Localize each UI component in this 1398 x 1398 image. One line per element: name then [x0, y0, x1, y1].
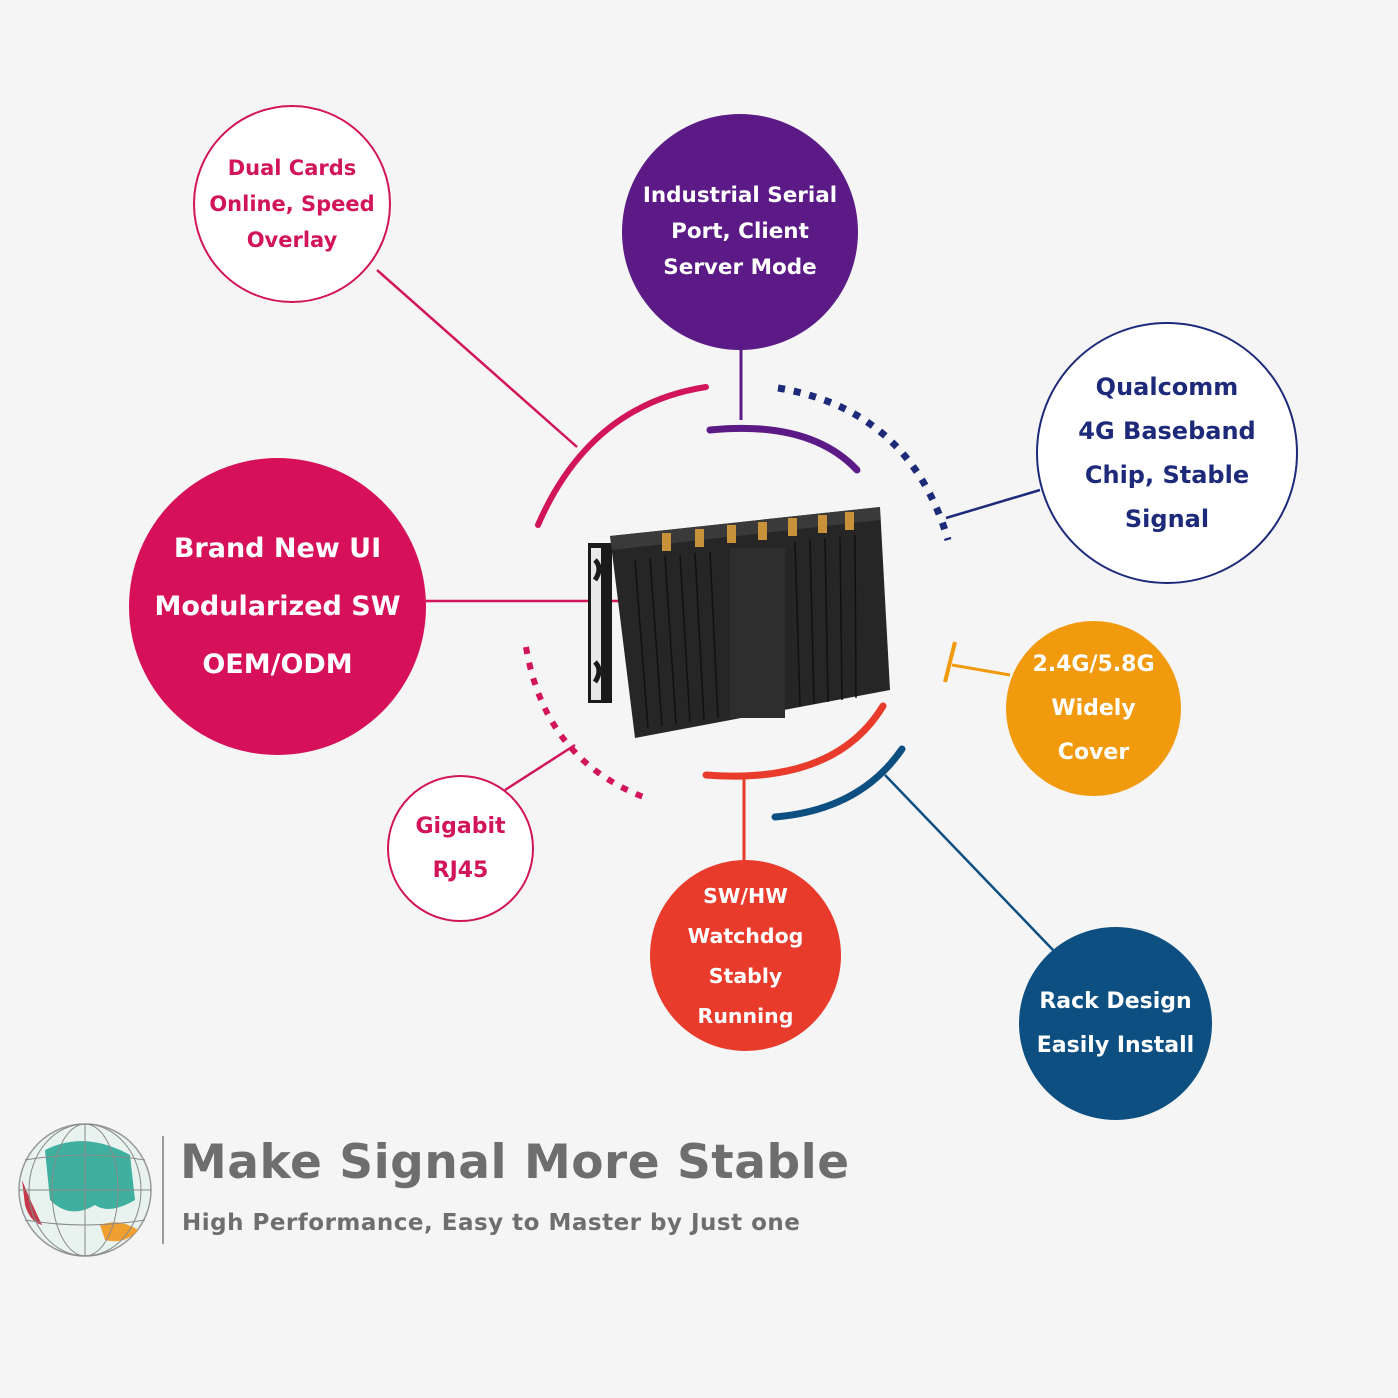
feature-dual-cards-label: Dual Cards Online, Speed Overlay — [209, 156, 375, 252]
footer-headline: Make Signal More Stable — [180, 1135, 850, 1190]
connector-dual-cards — [376, 269, 578, 448]
connector-wifi — [951, 663, 1011, 677]
connector-qualcomm — [945, 488, 1041, 520]
arc-red — [702, 702, 887, 780]
arc-magenta-dotted — [523, 646, 648, 801]
connector-gigabit — [504, 743, 576, 792]
feature-rack-label: Rack Design Easily Install — [1036, 988, 1195, 1058]
arc-navy-dotted — [777, 384, 952, 541]
feature-gigabit: Gigabit RJ45 — [387, 775, 534, 922]
feature-watchdog-label: SW/HW Watchdog Stably Running — [687, 883, 804, 1028]
globe-icon — [18, 1123, 152, 1257]
arc-magenta-top — [535, 384, 709, 528]
router-product — [588, 507, 890, 738]
feature-gigabit-label: Gigabit RJ45 — [415, 813, 506, 883]
feature-serial-port: Industrial Serial Port, Client Server Mo… — [622, 114, 858, 350]
feature-rack: Rack Design Easily Install — [1019, 927, 1212, 1120]
footer-subline: High Performance, Easy to Master by Just… — [182, 1210, 801, 1236]
arc-purple — [706, 424, 861, 474]
feature-dual-cards: Dual Cards Online, Speed Overlay — [193, 105, 391, 303]
connector-rack — [884, 774, 1054, 951]
feature-wifi-label: 2.4G/5.8G Widely Cover — [1032, 651, 1155, 765]
feature-wifi: 2.4G/5.8G Widely Cover — [1006, 621, 1181, 796]
footer-divider — [162, 1136, 164, 1244]
feature-brand-ui-label: Brand New UI Modularized SW OEM/ODM — [154, 532, 401, 680]
feature-watchdog: SW/HW Watchdog Stably Running — [650, 860, 841, 1051]
feature-serial-port-label: Industrial Serial Port, Client Server Mo… — [642, 183, 838, 280]
feature-brand-ui: Brand New UI Modularized SW OEM/ODM — [129, 458, 426, 755]
connector-wifi-tick — [943, 641, 957, 683]
arc-blue — [771, 745, 906, 821]
feature-qualcomm-label: Qualcomm 4G Baseband Chip, Stable Signal — [1078, 373, 1256, 533]
feature-qualcomm: Qualcomm 4G Baseband Chip, Stable Signal — [1036, 322, 1298, 584]
